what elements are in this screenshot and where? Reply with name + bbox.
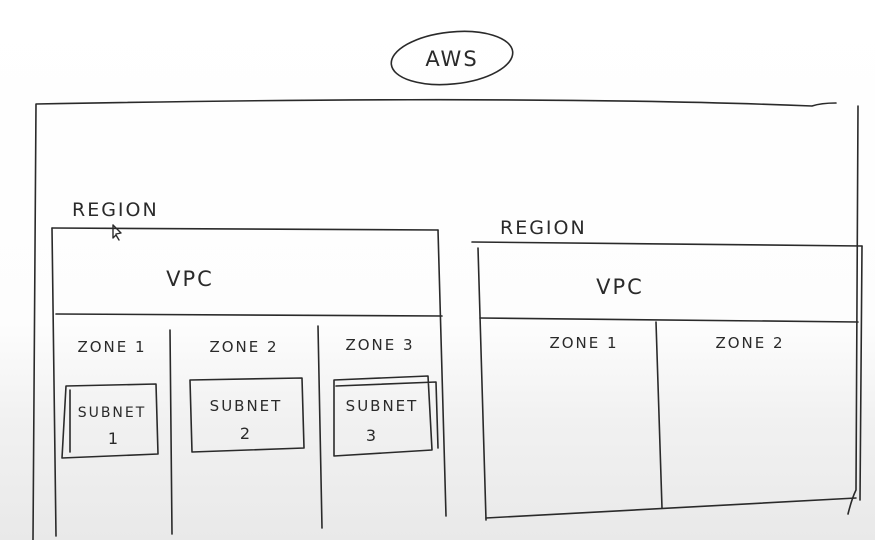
subnet-2-line2: 2 bbox=[240, 424, 252, 443]
region-1-zone-1-label: ZONE 1 bbox=[77, 338, 146, 356]
subnet-1-line1: SUBNET bbox=[78, 405, 147, 421]
region-1-zone-2-label: ZONE 2 bbox=[209, 338, 278, 356]
region-1-vpc-label: VPC bbox=[166, 267, 214, 291]
region-2-label: REGION bbox=[500, 217, 587, 239]
region-2-zone-2-label: ZONE 2 bbox=[715, 334, 784, 352]
subnet-2-line1: SUBNET bbox=[210, 397, 283, 415]
aws-oval bbox=[390, 30, 514, 86]
subnet-3-line1: SUBNET bbox=[346, 397, 419, 415]
region-2-box bbox=[471, 241, 863, 521]
region-1-box bbox=[51, 227, 447, 537]
region-2-zone-1-label: ZONE 1 bbox=[549, 334, 618, 352]
subnet-1-line2: 1 bbox=[108, 429, 120, 448]
aws-boundary bbox=[32, 98, 859, 540]
region-2-vpc-label: VPC bbox=[596, 275, 644, 299]
subnet-3-box bbox=[333, 375, 439, 457]
subnet-2-box bbox=[189, 377, 305, 453]
region-1-label: REGION bbox=[72, 199, 159, 221]
subnet-1-box bbox=[61, 383, 159, 459]
aws-label: AWS bbox=[425, 47, 478, 71]
subnet-3-line2: 3 bbox=[366, 426, 378, 445]
cursor-icon bbox=[112, 224, 122, 241]
region-1-zone-3-label: ZONE 3 bbox=[345, 336, 414, 354]
